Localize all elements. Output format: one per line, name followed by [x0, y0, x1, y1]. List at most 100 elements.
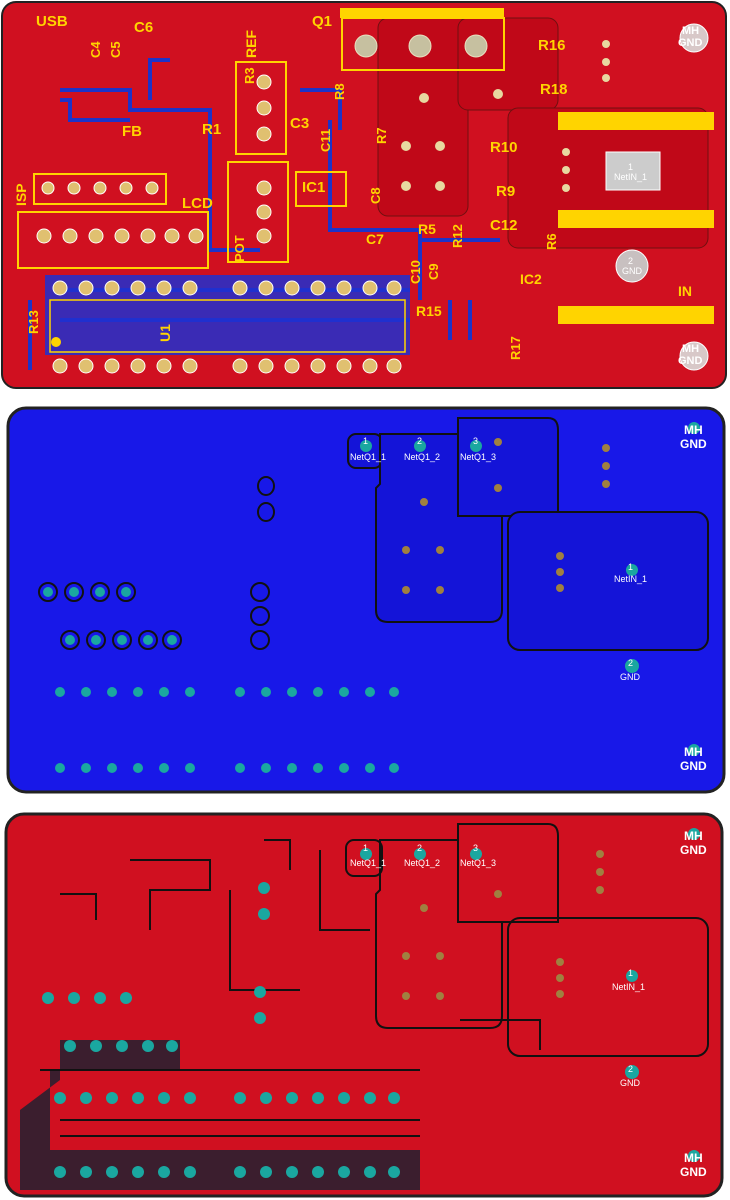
- label-gnd-bottom-mid: GND: [680, 759, 707, 773]
- label-c12: C12: [490, 217, 518, 234]
- u1-pads: [52, 280, 402, 374]
- label-r9: R9: [496, 183, 515, 200]
- label-pot: POT: [232, 235, 247, 262]
- label-c8: C8: [368, 187, 383, 204]
- ref-outline: [235, 61, 287, 155]
- label-gnd-bottom: GND: [678, 355, 703, 367]
- pad-number-q1-3-top: 3: [473, 843, 478, 853]
- label-netq1-3: NetQ1_3: [460, 452, 496, 462]
- board-outline-top-copper: [4, 812, 724, 1198]
- pad-number-netin-bot: 1: [628, 968, 633, 978]
- label-c11: C11: [318, 129, 333, 152]
- label-lcd: LCD: [182, 195, 213, 212]
- bottom-pads: [43, 422, 700, 773]
- label-netin-mid: NetIN_1: [614, 574, 647, 584]
- bottom-fill-area: [45, 275, 410, 355]
- top-layer-svg: USB C6 C4 C5 REF Q1 R16 R18 MH GND FB R1…: [1, 1, 727, 389]
- mounting-hole-top: [679, 23, 709, 53]
- label-gnd-bottom-bot: GND: [680, 1165, 707, 1179]
- label-mh-bottom-mid: MH: [684, 745, 703, 759]
- pad-number-netin-mid: 1: [628, 562, 633, 572]
- label-mh-top-bot: MH: [684, 829, 703, 843]
- label-c10: C10: [408, 260, 423, 284]
- u1-outline: [49, 299, 406, 353]
- label-c3: C3: [290, 115, 309, 132]
- label-r8: R8: [332, 83, 347, 100]
- label-netq1-1-top: NetQ1_1: [350, 858, 386, 868]
- top-copper-view: 1 NetQ1_1 2 NetQ1_2 3 NetQ1_3 1 NetIN_1 …: [0, 810, 730, 1200]
- label-gnd-pad-top: GND: [622, 266, 643, 276]
- pad-number-netin-top: 1: [628, 162, 633, 172]
- label-c9: C9: [426, 263, 441, 280]
- copper-cutouts: [20, 1040, 420, 1190]
- label-r1: R1: [202, 121, 221, 138]
- pad-outlines: [340, 8, 714, 324]
- label-r13: R13: [26, 310, 41, 334]
- label-r18: R18: [540, 81, 568, 98]
- pad-number-q1-3: 3: [473, 436, 478, 446]
- q1-pads: [354, 34, 488, 58]
- gnd-pad: [615, 249, 649, 283]
- label-r5: R5: [418, 221, 436, 237]
- label-mh-top: MH: [682, 25, 699, 37]
- bottom-power-pads: [347, 417, 709, 651]
- label-mh-top-mid: MH: [684, 423, 703, 437]
- label-r10: R10: [490, 139, 518, 156]
- pad-number-q1-1: 1: [363, 436, 368, 446]
- label-r6: R6: [544, 233, 559, 250]
- label-gnd-top-mid: GND: [680, 437, 707, 451]
- label-r7: R7: [374, 127, 389, 144]
- label-c5: C5: [108, 41, 123, 58]
- label-netin-bot: NetIN_1: [612, 982, 645, 992]
- label-netq1-2: NetQ1_2: [404, 452, 440, 462]
- label-netq1-3-top: NetQ1_3: [460, 858, 496, 868]
- label-usb: USB: [36, 13, 68, 30]
- label-c6: C6: [134, 19, 153, 36]
- label-r15: R15: [416, 303, 442, 319]
- u1-pin1-marker: [51, 337, 61, 347]
- label-r16: R16: [538, 37, 566, 54]
- bottom-layer-view: 1 NetQ1_1 2 NetQ1_2 3 NetQ1_3 1 NetIN_1 …: [0, 404, 730, 796]
- label-c7: C7: [366, 231, 384, 247]
- label-in: IN: [678, 283, 692, 299]
- header-pads: [36, 74, 272, 244]
- label-gnd-top-bot: GND: [680, 843, 707, 857]
- label-netin-top: NetIN_1: [614, 172, 647, 182]
- label-r17: R17: [508, 336, 523, 360]
- mounting-hole-bottom: [679, 341, 709, 371]
- label-q1: Q1: [312, 13, 332, 30]
- pot-outline: [227, 161, 289, 263]
- pad-number-q1-2-top: 2: [417, 843, 422, 853]
- pad-number-gnd-top: 2: [628, 256, 633, 266]
- label-ref: REF: [243, 30, 259, 58]
- lcd-outline: [17, 211, 209, 269]
- vias: [401, 40, 610, 192]
- label-c4: C4: [88, 41, 103, 58]
- bottom-pad-rings: [38, 476, 275, 650]
- q1-outline: [341, 17, 505, 71]
- label-ic1: IC1: [302, 179, 325, 196]
- bottom-vias: [402, 438, 610, 594]
- pad-number-q1-1-top: 1: [363, 843, 368, 853]
- pad-number-gnd-mid: 2: [628, 658, 633, 668]
- label-isp: ISP: [13, 183, 29, 206]
- ic1-outline: [295, 171, 347, 207]
- top-copper-traces: [40, 823, 709, 1137]
- label-ic2: IC2: [520, 271, 542, 287]
- label-mh-bottom: MH: [682, 343, 699, 355]
- label-mh-bottom-bot: MH: [684, 1151, 703, 1165]
- bottom-layer-svg: 1 NetQ1_1 2 NetQ1_2 3 NetQ1_3 1 NetIN_1 …: [6, 406, 726, 794]
- label-gnd-pad-mid: GND: [620, 672, 641, 682]
- top-copper-svg: 1 NetQ1_1 2 NetQ1_2 3 NetQ1_3 1 NetIN_1 …: [4, 812, 724, 1198]
- label-r3: R3: [242, 67, 257, 84]
- top-layer-view: USB C6 C4 C5 REF Q1 R16 R18 MH GND FB R1…: [0, 0, 730, 392]
- isp-outline: [33, 173, 167, 205]
- label-gnd-pad-bot: GND: [620, 1078, 641, 1088]
- label-gnd-top: GND: [678, 37, 703, 49]
- label-u1: U1: [157, 324, 173, 342]
- pad-number-q1-2: 2: [417, 436, 422, 446]
- pad-number-gnd-bot: 2: [628, 1064, 633, 1074]
- label-r12: R12: [450, 224, 465, 248]
- top-copper-pads: [42, 828, 700, 1178]
- netin-pad: [605, 151, 661, 191]
